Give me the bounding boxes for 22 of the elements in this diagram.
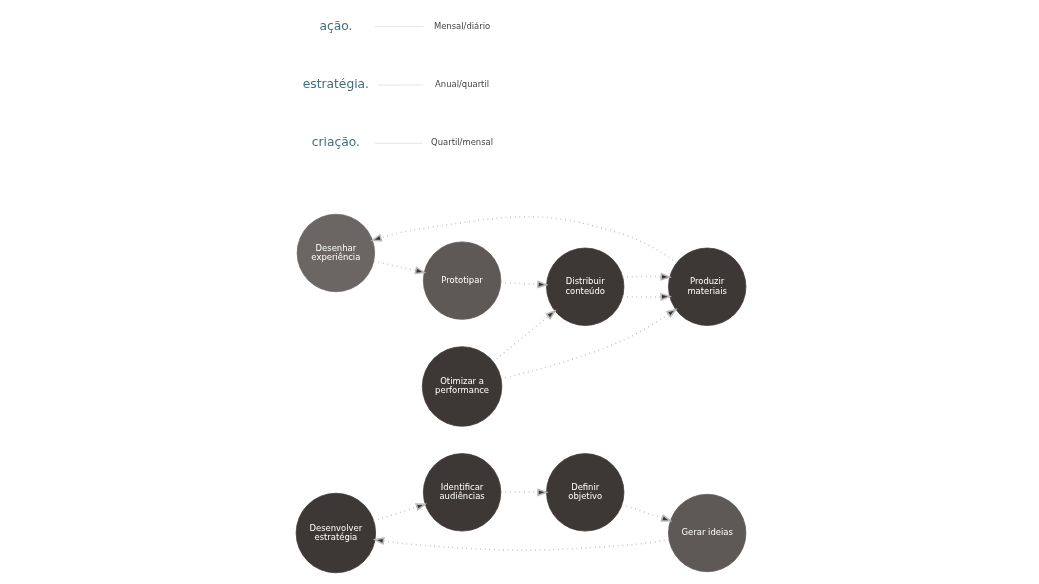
label: Quartil/mensal: [430, 137, 493, 148]
arrow: [499, 488, 549, 497]
arrow: [491, 309, 557, 363]
node-circle: Definir objetivo: [545, 453, 624, 532]
arrow: [372, 537, 670, 551]
node-circle: Desenvolver estratégia: [295, 492, 376, 574]
arrow: [621, 272, 672, 281]
arrow: [369, 215, 677, 264]
arrow: [372, 260, 426, 275]
arrow: [499, 280, 549, 289]
label: criação.: [311, 135, 360, 150]
node-circle: Prototipar: [422, 241, 501, 320]
label: Mensal/diário: [433, 20, 490, 31]
arrow: [499, 308, 678, 380]
arrow: [620, 503, 672, 522]
node-circle: Desenhar experiência: [296, 213, 375, 293]
label: Anual/quartil: [434, 79, 489, 90]
label: ação.: [318, 18, 352, 33]
label: estratégia.: [302, 76, 369, 91]
node-circle: Identificar audiências: [422, 453, 501, 532]
node-circle: Otimizar a performance: [421, 346, 502, 427]
node-circle: Gerar ideias: [667, 493, 746, 573]
